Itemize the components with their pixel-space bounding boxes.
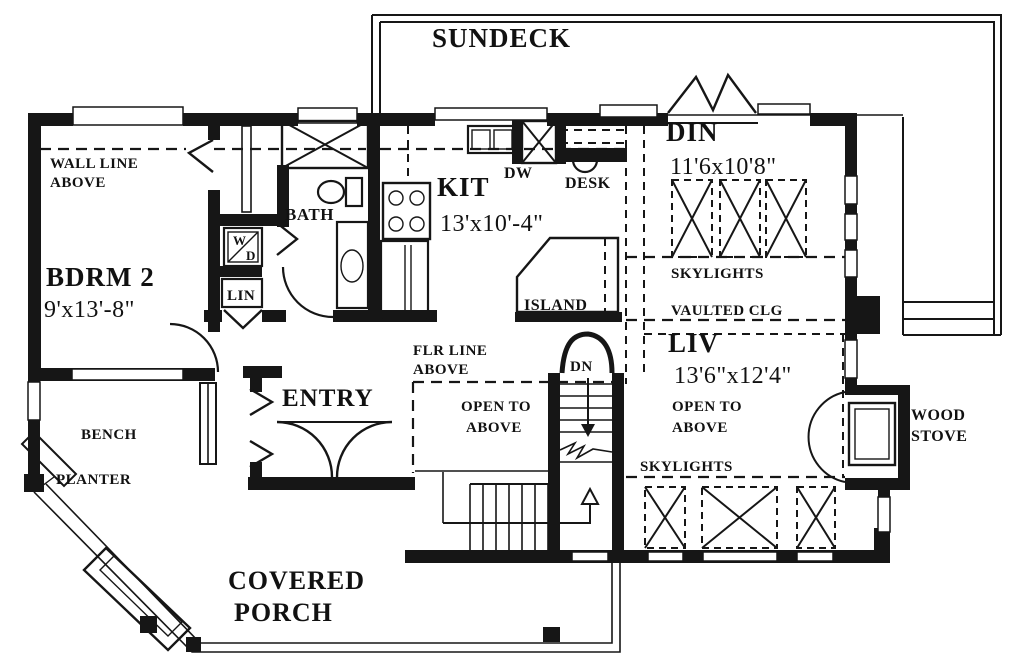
- din-label: DIN: [666, 117, 719, 147]
- bdrm2-label: BDRM 2: [46, 262, 155, 292]
- planter-label: PLANTER: [56, 472, 131, 488]
- skylights-din-label: SKYLIGHTS: [671, 266, 764, 282]
- island-label: ISLAND: [524, 297, 587, 314]
- desk-chair-icon: [571, 159, 599, 174]
- closet-divider: [241, 125, 252, 213]
- liv-label: LIV: [668, 328, 719, 358]
- open-to-above-liv-label-2: ABOVE: [672, 420, 728, 436]
- skylight-boxes-liv: [644, 486, 836, 549]
- din-dim: 11'6x10'8": [670, 154, 777, 180]
- open-to-above-entry-label-2: ABOVE: [466, 420, 522, 436]
- open-to-above-liv-label-1: OPEN TO: [672, 399, 742, 415]
- wall-line-above-label-1: WALL LINE: [50, 156, 138, 172]
- skylight-boxes-din: [671, 179, 807, 258]
- wood-stove-label-1: WOOD: [911, 407, 965, 424]
- bench-label: BENCH: [81, 427, 137, 443]
- skylights-liv-label: SKYLIGHTS: [640, 459, 733, 475]
- kitchen-sink-icon: [466, 124, 518, 155]
- dryer-label: D: [246, 248, 256, 263]
- covered-porch-label-1: COVERED: [228, 566, 365, 595]
- dn-label: DN: [570, 359, 593, 375]
- vaulted-clg-label: VAULTED CLG: [671, 303, 783, 319]
- fridge-icon: [379, 239, 430, 322]
- entry-double-door: [276, 420, 393, 478]
- stairs-dn: [559, 331, 615, 463]
- kit-dim: 13'x10'-4": [440, 211, 543, 237]
- vanity-sink-icon: [335, 220, 370, 310]
- wall-line-above-label-2: ABOVE: [50, 175, 106, 191]
- open-to-above-entry-label-1: OPEN TO: [461, 399, 531, 415]
- flr-line-above-label-2: ABOVE: [413, 362, 469, 378]
- linen-closet: [220, 277, 264, 309]
- bath-label: BATH: [285, 205, 334, 224]
- sundeck-deck: [371, 14, 1002, 336]
- stairs-porch: [415, 470, 600, 550]
- bench-icon: [20, 430, 78, 488]
- dishwasher-icon: [520, 119, 558, 165]
- lin-label: LIN: [227, 288, 255, 304]
- wood-stove-label-2: STOVE: [911, 428, 967, 445]
- desk-label: DESK: [565, 175, 611, 192]
- liv-dim: 13'6"x12'4": [674, 363, 792, 389]
- doors: [169, 138, 334, 469]
- dw-label: DW: [504, 165, 533, 182]
- wood-stove-icon: [807, 391, 897, 483]
- washer-label: W: [233, 233, 247, 248]
- entry-side-screen: [199, 382, 217, 465]
- bdrm2-dim: 9'x13'-8": [44, 297, 135, 323]
- planter-icon: [37, 476, 192, 652]
- din-bay-window: [667, 72, 758, 124]
- toilet-icon: [316, 176, 364, 208]
- covered-porch-label-2: PORCH: [234, 598, 333, 627]
- flr-line-above-label-1: FLR LINE: [413, 343, 487, 359]
- range-icon: [381, 181, 432, 241]
- porch-posts: [24, 474, 560, 652]
- windows: [27, 103, 891, 562]
- dashed-lines: [40, 126, 845, 479]
- island-counter: [515, 236, 620, 314]
- tub-icon: [280, 119, 370, 170]
- entry-label: ENTRY: [282, 385, 374, 412]
- kit-label: KIT: [437, 172, 490, 202]
- sundeck-label: SUNDECK: [432, 23, 571, 53]
- washer-dryer-icon: [222, 226, 264, 268]
